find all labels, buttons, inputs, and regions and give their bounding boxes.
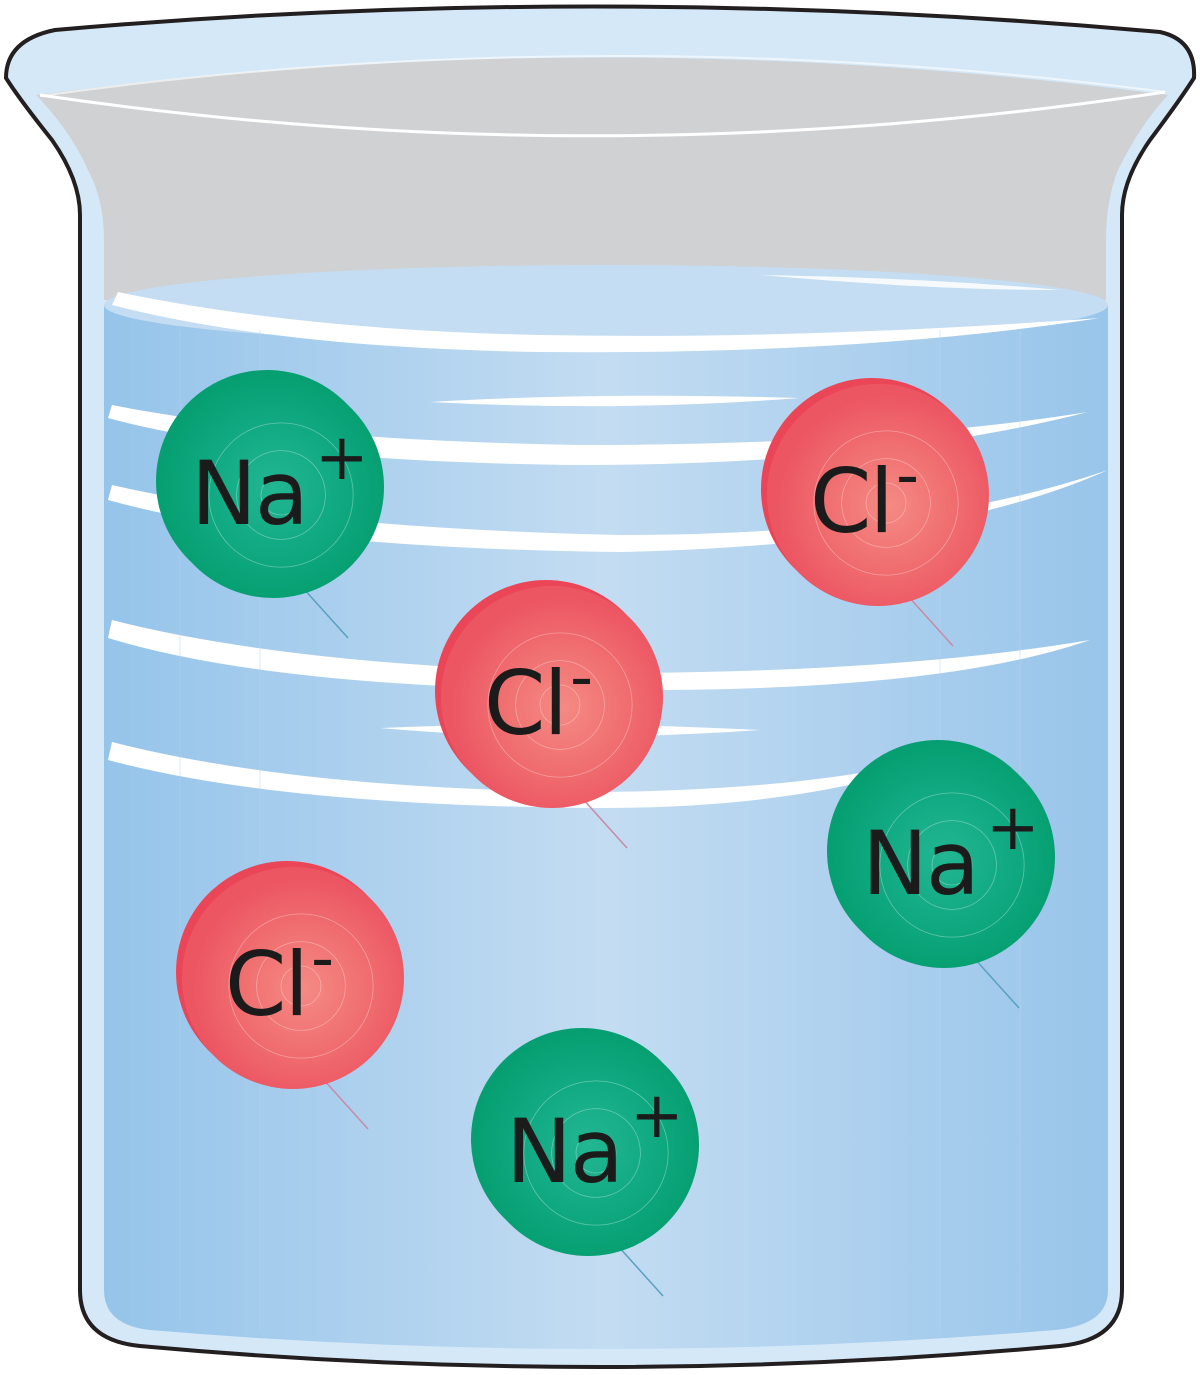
ion-charge: - <box>570 641 591 715</box>
sodium-ion: Na+ <box>471 1028 699 1297</box>
motion-streak <box>907 595 954 647</box>
motion-streak <box>581 797 628 849</box>
sodium-ion-sphere <box>477 1034 699 1256</box>
ion-ring <box>879 792 1025 938</box>
ion-ring <box>256 941 346 1031</box>
motion-streak <box>973 957 1020 1009</box>
motion-streak <box>617 1245 664 1297</box>
ion-symbol: Na <box>191 442 307 545</box>
ion-ring <box>236 450 326 540</box>
ion-ring <box>260 474 302 516</box>
beaker-rim-highlight <box>39 90 1166 138</box>
ion-ring <box>551 1108 641 1198</box>
water-surface <box>104 265 1108 345</box>
ion-ring <box>487 632 633 778</box>
motion-streak <box>302 587 349 639</box>
ion-ring <box>515 660 605 750</box>
ion-ring <box>813 430 959 576</box>
sodium-ion: Na+ <box>156 370 384 639</box>
ion-ring <box>907 820 997 910</box>
ion-ring <box>228 913 374 1059</box>
ion-ring <box>523 1080 669 1226</box>
ion-ring <box>575 1132 617 1174</box>
ion-ring <box>865 482 907 524</box>
ions-layer: Na+Cl-Cl-Na+Cl-Na+ <box>156 370 1055 1297</box>
ion-charge: - <box>896 439 917 513</box>
ion-ring <box>931 844 973 886</box>
ion-symbol: Cl <box>484 652 566 755</box>
ion-charge: - <box>311 922 332 996</box>
ion-ring <box>208 422 354 568</box>
chloride-ion-sphere <box>767 384 989 606</box>
beaker-rim-highlight-top <box>39 55 1166 97</box>
motion-streak <box>322 1078 369 1130</box>
ion-charge: + <box>315 421 367 495</box>
ion-ring <box>539 684 581 726</box>
ion-symbol: Na <box>506 1100 622 1203</box>
ion-symbol: Cl <box>225 933 307 1036</box>
sodium-ion-sphere <box>833 746 1055 968</box>
chloride-ion: Cl- <box>761 378 989 647</box>
ion-ring <box>280 965 322 1007</box>
sodium-ion-sphere <box>162 376 384 598</box>
chloride-ion: Cl- <box>176 861 404 1130</box>
ion-ring <box>841 458 931 548</box>
sodium-ion: Na+ <box>827 740 1055 1009</box>
ion-symbol: Na <box>862 812 978 915</box>
ion-charge: + <box>630 1079 682 1153</box>
ion-symbol: Cl <box>810 450 892 553</box>
beaker-inner-wall <box>36 57 1168 300</box>
chloride-ion: Cl- <box>435 580 663 849</box>
ion-charge: + <box>986 791 1038 865</box>
chloride-ion-sphere <box>182 867 404 1089</box>
chloride-ion-sphere <box>441 586 663 808</box>
